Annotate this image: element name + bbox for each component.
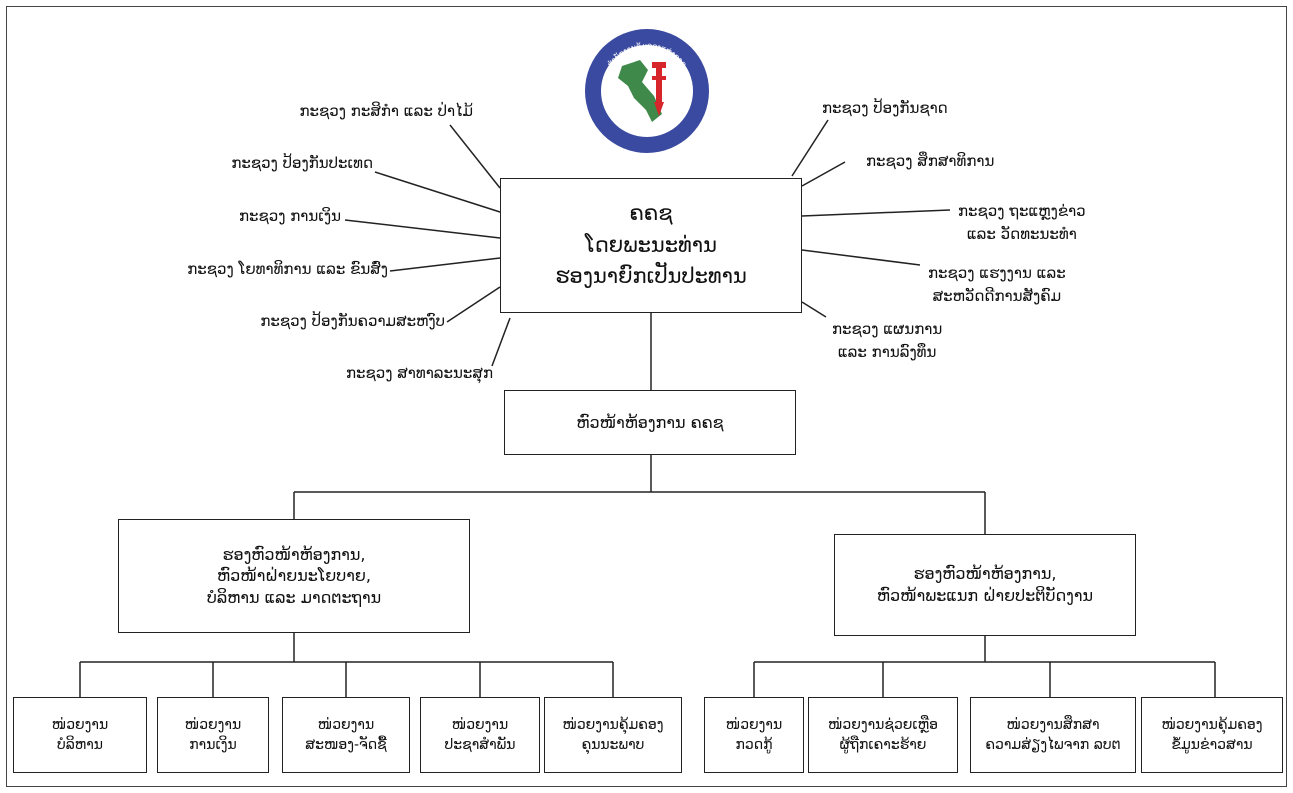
- unit-right-1: ໜ່ວຍງານກວດກູ້: [704, 697, 804, 773]
- unit-left-5: ໜ່ວຍງານຄຸ້ມຄອງຄຸນນະພາບ: [544, 697, 682, 773]
- deputy-left-box: ຮອງຫົວໜ້າຫ້ອງການ, ຫົວໜ້າຝ່າຍນະໂຍບາຍ, ບໍລ…: [118, 519, 470, 633]
- unit-left-4: ໜ່ວຍງານປະຊາສຳພັນ: [420, 697, 540, 773]
- deputy-right-line-1: ຮອງຫົວໜ້າຫ້ອງການ,: [913, 564, 1057, 584]
- ministry-right-5: ກະຊວງ ແຜນການ ແລະ ການລົງທຶນ: [832, 320, 943, 361]
- deputy-left-line-3: ບໍລິຫານ ແລະ ມາດຕະຖານ: [206, 587, 382, 607]
- unit-left-2: ໜ່ວຍງານການເງິນ: [157, 697, 269, 773]
- ministry-right-4: ກະຊວງ ແຮງງານ ແລະ ສະຫວັດດີການສັງຄົມ: [928, 264, 1066, 305]
- connector-ministry-left-4: [389, 257, 501, 272]
- ministry-right-2: ກະຊວງ ສຶກສາທິການ: [866, 152, 995, 170]
- laos-map-icon: [618, 60, 662, 122]
- connector-ministry-right-4: [801, 249, 921, 266]
- connector-ministry-right-2: [801, 161, 846, 187]
- ministry-right-3: ກະຊວງ ຖະແຫຼງຂ່າວ ແລະ ວັດທະນະທຳ: [958, 202, 1086, 243]
- ministry-left-1: ກະຊວງ ກະສິກຳ ແລະ ປ່າໄມ້: [299, 102, 474, 120]
- chairman-line-3: ຮອງນາຍົກເປັນປະທານ: [555, 264, 747, 289]
- deputy-left-line-1: ຮອງຫົວໜ້າຫ້ອງການ,: [222, 544, 366, 564]
- chairman-box: ຄຄຊ ໂດຍພະນະທ່ານ ຮອງນາຍົກເປັນປະທານ: [500, 178, 802, 313]
- connector-ministry-left-2: [374, 171, 501, 213]
- connector-ministry-right-1: [791, 119, 829, 177]
- connector-ministry-left-1: [449, 124, 501, 189]
- unit-right-4: ໜ່ວຍງານຄຸ້ມຄອງຂໍ້ມູນຂ່າວສານ: [1141, 697, 1283, 773]
- bomb-icon: [652, 62, 666, 116]
- uxo-nra-logo: ສຳນັກງານຄຸ້ມຄອງແຫ່ງຊາດ UXO-NRA: [585, 29, 709, 153]
- diagram-frame: [6, 6, 1287, 787]
- logo-bottom-text: UXO-NRA: [619, 117, 676, 138]
- connector-ministry-left-6: [491, 317, 511, 367]
- deputy-left-line-2: ຫົວໜ້າຝ່າຍນະໂຍບາຍ,: [217, 566, 371, 586]
- unit-right-3: ໜ່ວຍງານສຶກສາຄວາມສ່ຽງໄພຈາກ ລບຕ: [970, 697, 1136, 773]
- connector-ministry-left-3: [344, 219, 501, 239]
- ministry-right-1: ກະຊວງ ປ້ອງກັນຊາດ: [822, 99, 948, 117]
- ministry-left-5: ກະຊວງ ປ້ອງກັນຄວາມສະຫງົບ: [260, 312, 445, 330]
- unit-left-1: ໜ່ວຍງານບໍລິຫານ: [13, 697, 147, 773]
- ministry-left-4: ກະຊວງ ໂຍທາທິການ ແລະ ຂົນສົ່ງ: [187, 260, 388, 278]
- unit-left-3: ໜ່ວຍງານສະໜອງ-ຈັດຊື້: [282, 697, 410, 773]
- director-label: ຫົວໜ້າຫ້ອງການ ຄຄຊ: [576, 412, 724, 432]
- chairman-line-2: ໂດຍພະນະທ່ານ: [585, 232, 717, 257]
- connector-ministry-left-5: [446, 286, 501, 323]
- connector-ministry-right-3: [801, 209, 951, 217]
- chairman-line-1: ຄຄຊ: [629, 201, 673, 226]
- unit-right-2: ໜ່ວຍງານຊ່ວຍເຫຼືອຜູ້ຖືກເຄາະຮ້າຍ: [808, 697, 958, 773]
- ministry-left-6: ກະຊວງ ສາທາລະນະສຸກ: [345, 364, 493, 382]
- deputy-right-line-2: ຫົວໜ້າພະແນກ ຝ່າຍປະຕິບັດງານ: [876, 586, 1094, 605]
- director-box: ຫົວໜ້າຫ້ອງການ ຄຄຊ: [504, 390, 796, 455]
- deputy-right-box: ຮອງຫົວໜ້າຫ້ອງການ, ຫົວໜ້າພະແນກ ຝ່າຍປະຕິບັ…: [834, 534, 1136, 636]
- ministry-left-2: ກະຊວງ ປ້ອງກັນປະເທດ: [231, 154, 373, 172]
- connector-ministry-right-5: [801, 301, 827, 318]
- ministry-left-3: ກະຊວງ ການເງິນ: [238, 207, 341, 225]
